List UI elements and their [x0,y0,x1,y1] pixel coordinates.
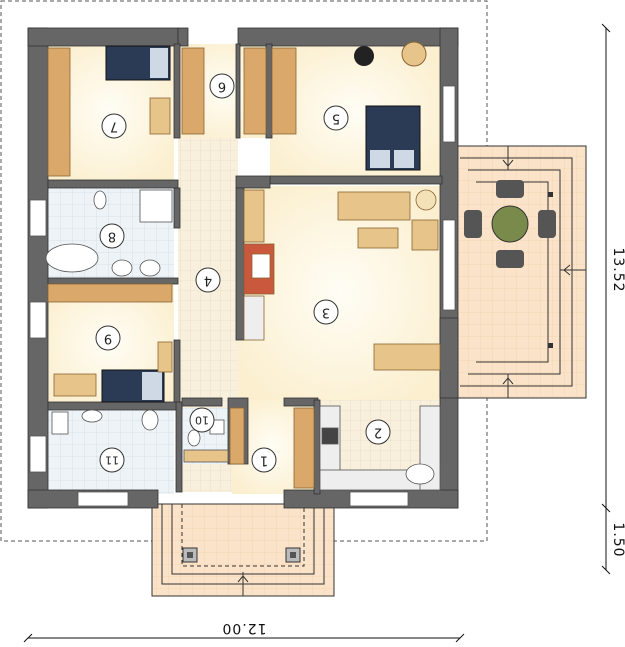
room-labels: 1 2 3 4 5 6 7 8 9 10 11 [95,73,391,473]
svg-text:3: 3 [322,305,330,320]
dimension-width: 12.00 [23,620,465,643]
beds [101,45,421,403]
svg-text:2: 2 [374,425,382,440]
svg-text:12.00: 12.00 [221,620,266,636]
living-furniture [243,189,441,371]
svg-text:4: 4 [204,273,212,288]
svg-text:6: 6 [218,79,226,94]
room-label-6: 6 [209,73,235,99]
svg-text:1.50: 1.50 [610,522,625,557]
room-label-1: 1 [251,447,277,473]
kitchen [319,405,441,491]
svg-text:1: 1 [260,453,268,468]
svg-text:8: 8 [108,229,116,244]
svg-text:9: 9 [104,331,112,346]
plant [354,41,427,67]
room-label-5: 5 [323,105,349,131]
room-label-9: 9 [95,325,121,351]
room-label-10: 10 [189,407,215,433]
walls [27,27,459,509]
svg-text:11: 11 [105,454,119,467]
room-label-4: 4 [195,267,221,293]
svg-text:5: 5 [332,111,340,126]
terrace-table [464,180,556,268]
svg-text:7: 7 [110,119,118,134]
room-label-2: 2 [365,419,391,445]
dimension-depth: 13.52 1.50 [601,23,625,575]
terrace-arrows [502,146,586,398]
room-label-11: 11 [99,447,125,473]
svg-text:13.52: 13.52 [610,247,625,292]
windows [29,85,456,507]
room-label-7: 7 [101,113,127,139]
svg-text:10: 10 [195,414,209,427]
room-label-3: 3 [313,299,339,325]
desks [53,97,173,397]
wardrobes [47,47,315,489]
room-label-8: 8 [99,223,125,249]
porch-bottom [151,503,335,597]
